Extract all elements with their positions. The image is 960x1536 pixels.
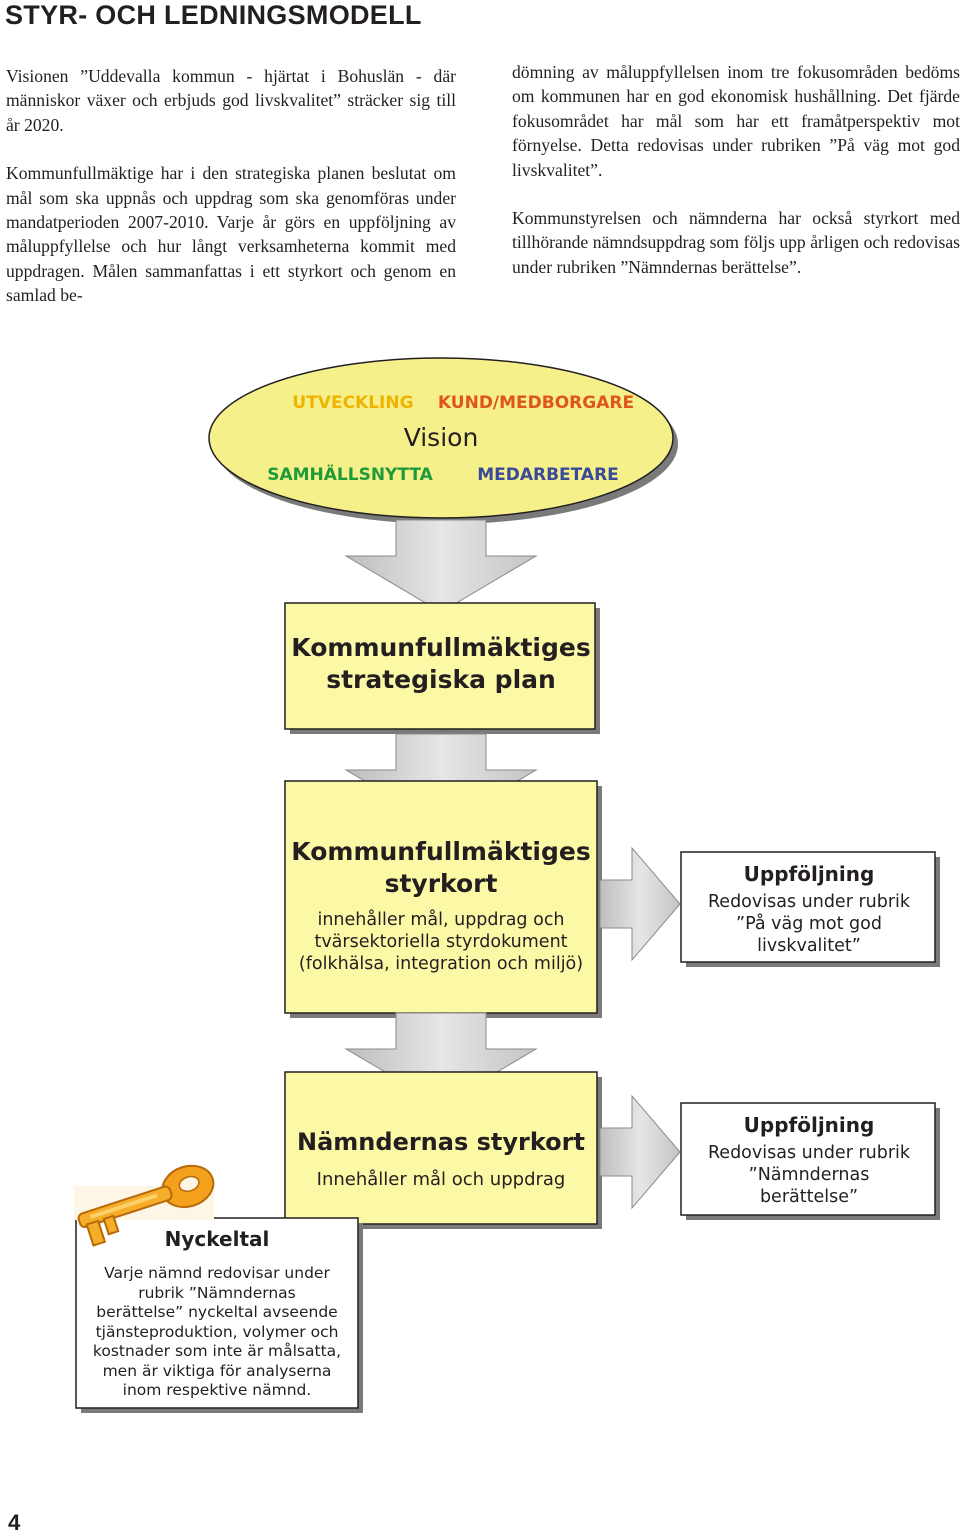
vision-label: Vision [404, 423, 479, 452]
right-arrow-icon [599, 846, 681, 962]
strategic-plan-title: Kommunfullmäktiges [291, 633, 590, 662]
nyckeltal-desc: inom respektive nämnd. [123, 1381, 312, 1399]
intro-paragraph: Kommunfullmäktige har i den strategiska … [6, 163, 456, 306]
followup1-desc: ”På väg mot god [736, 913, 882, 934]
kf-styrkort-title: Kommunfullmäktiges [291, 837, 590, 866]
namnd-styrkort-title: Nämndernas styrkort [297, 1128, 585, 1156]
page-title: STYR- OCH LEDNINGSMODELL [5, 0, 422, 30]
intro-paragraph: Visionen ”Uddevalla kommun - hjärtat i B… [6, 66, 456, 135]
followup2-box [680, 1102, 936, 1216]
kf-styrkort-desc: innehåller mål, uppdrag och [317, 909, 564, 930]
key-icon [74, 1164, 215, 1247]
medarbetare-label: MEDARBETARE [477, 465, 619, 485]
followup2-title: Uppföljning [744, 1113, 875, 1137]
nyckeltal-desc: tjänsteproduktion, volymer och [96, 1323, 339, 1341]
followup2-desc: ”Nämndernas [749, 1165, 870, 1185]
nyckeltal-desc: Varje nämnd redovisar under [104, 1264, 330, 1282]
down-arrow-icon [344, 519, 538, 613]
nyckeltal-desc: rubrik ”Nämndernas [138, 1284, 296, 1302]
followup1-title: Uppföljning [744, 862, 875, 886]
kf-styrkort-box [284, 780, 598, 1014]
intro-paragraph: Kommunstyrelsen och nämnderna har också … [512, 208, 960, 277]
intro-paragraph: dömning av måluppfyllelsen inom tre foku… [512, 62, 960, 180]
namnd-styrkort-desc: Innehåller mål och uppdrag [317, 1169, 566, 1190]
followup1-desc: Redovisas under rubrik [708, 892, 911, 912]
vision-ellipse [208, 357, 674, 519]
namnd-styrkort-box [284, 1071, 598, 1225]
samhallsnytta-label: SAMHÄLLSNYTTA [267, 463, 433, 485]
kund-medborgare-label: KUND/MEDBORGARE [438, 393, 634, 413]
nyckeltal-box [75, 1217, 359, 1409]
kf-styrkort-desc: tvärsektoriella styrdokument [314, 932, 567, 952]
nyckeltal-desc: kostnader som inte är målsatta, [93, 1342, 341, 1360]
utveckling-label: UTVECKLING [292, 393, 413, 413]
strategic-plan-box [284, 602, 596, 730]
nyckeltal-desc: berättelse” nyckeltal avseende [96, 1303, 337, 1321]
right-arrow-icon [599, 1094, 681, 1210]
intro-left-column: Visionen ”Uddevalla kommun - hjärtat i B… [6, 64, 456, 332]
page-number: 4 [8, 1510, 21, 1535]
strategic-plan-title: strategiska plan [326, 665, 556, 694]
followup1-desc: livskvalitet” [757, 936, 861, 956]
followup2-desc: Redovisas under rubrik [708, 1143, 911, 1163]
nyckeltal-desc: men är viktiga för analyserna [103, 1362, 332, 1380]
intro-right-column: dömning av måluppfyllelsen inom tre foku… [512, 60, 960, 303]
followup2-desc: berättelse” [760, 1187, 858, 1207]
kf-styrkort-title: styrkort [385, 869, 498, 898]
kf-styrkort-desc: (folkhälsa, integration och miljö) [299, 954, 583, 974]
nyckeltal-title: Nyckeltal [165, 1227, 270, 1251]
followup1-box [680, 851, 936, 963]
